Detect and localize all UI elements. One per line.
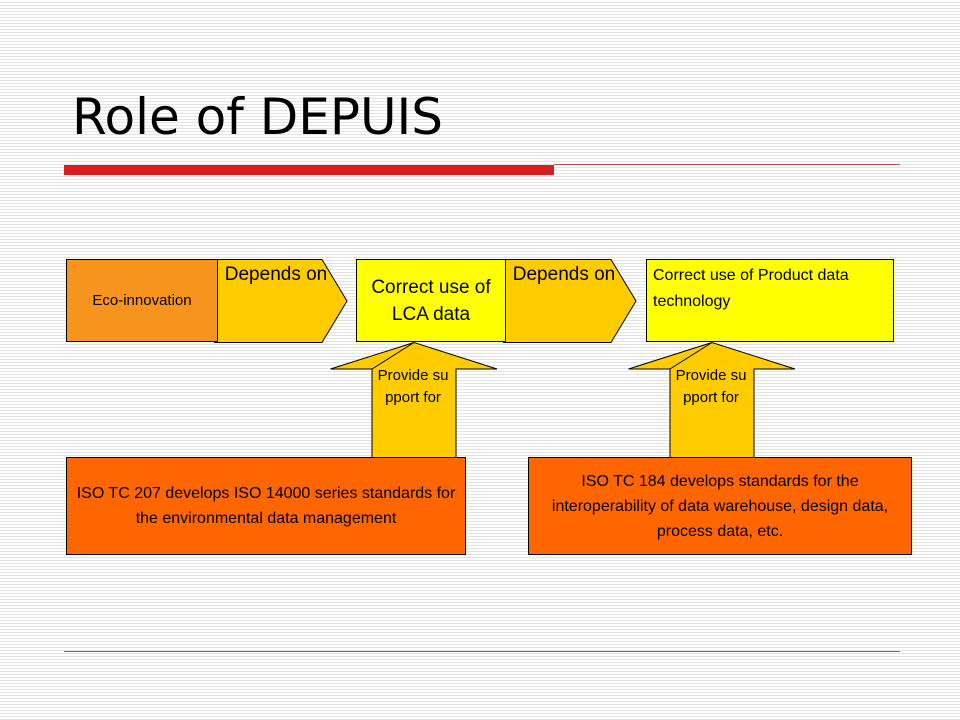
footer-rule — [64, 651, 900, 652]
title-underline — [554, 164, 900, 165]
iso-tc-207-box: ISO TC 207 develops ISO 14000 series sta… — [66, 457, 466, 555]
slide-title: Role of DEPUIS — [72, 88, 444, 146]
depends-on-label-2: Depends on — [512, 264, 616, 285]
provide-support-label-2: Provide support for — [675, 367, 747, 406]
eco-innovation-box: Eco-innovation — [66, 259, 218, 342]
provide-support-label-1: Provide support for — [377, 367, 449, 406]
title-underline-accent — [64, 165, 554, 175]
iso-tc-184-box: ISO TC 184 develops standards for the in… — [528, 457, 912, 555]
depends-on-label-1: Depends on — [224, 264, 328, 285]
lca-data-box: Correct use of LCA data — [356, 259, 506, 342]
product-data-box: Correct use of Product data technology — [646, 259, 894, 342]
